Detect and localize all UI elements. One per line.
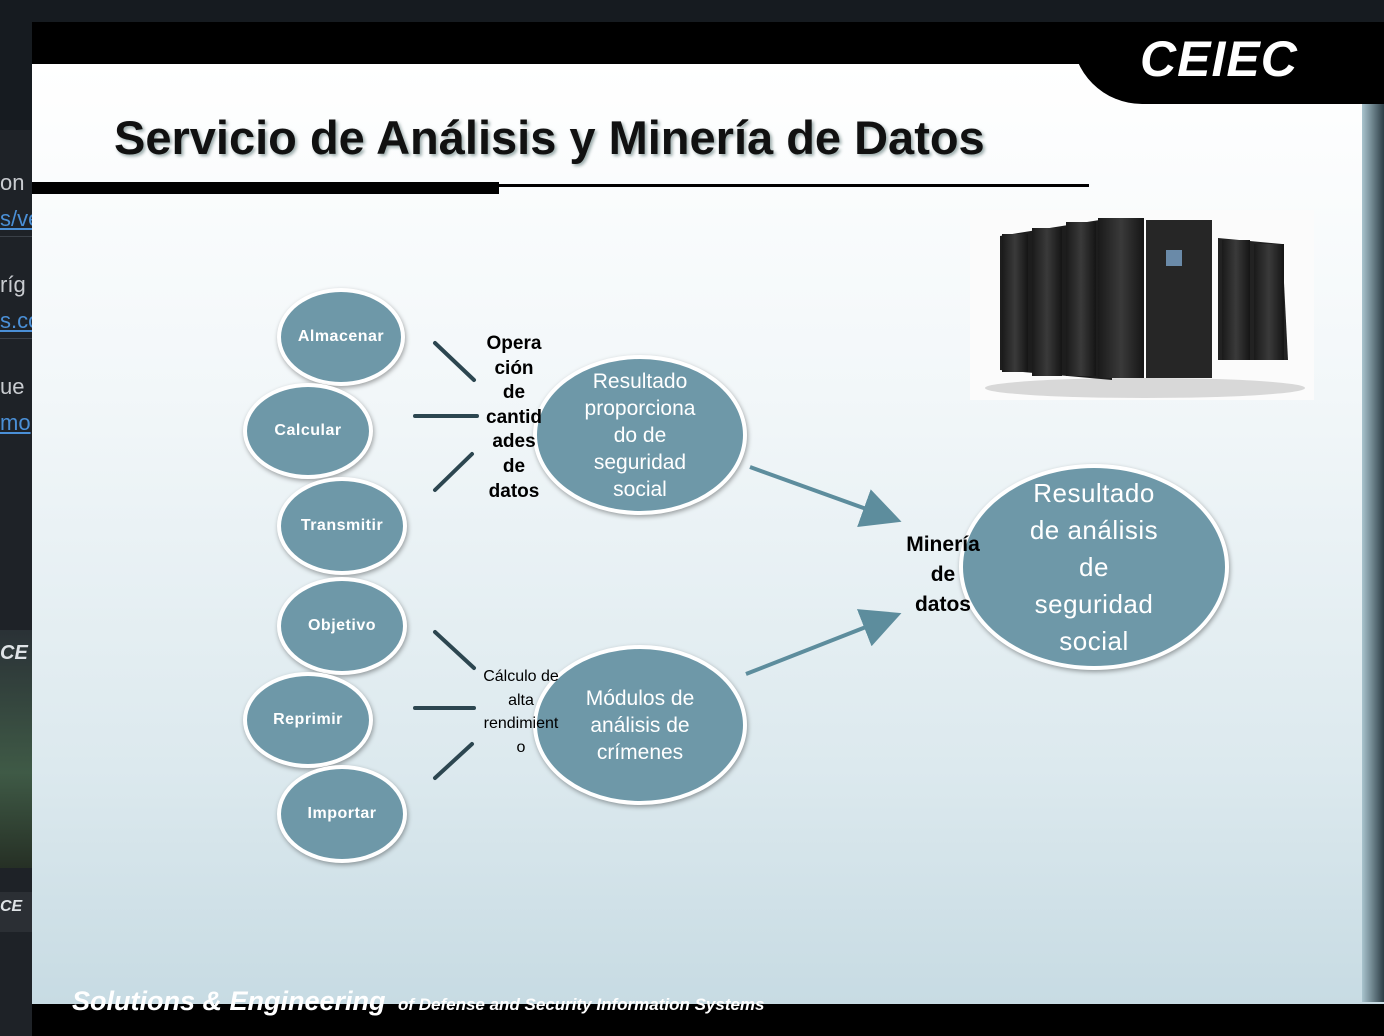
ceiec-logo: CEIEC bbox=[1140, 31, 1298, 87]
connector-line bbox=[433, 630, 476, 670]
label-calculo-rendimiento: Cálculo de alta rendimient o bbox=[483, 668, 559, 756]
bg-thumbnail[interactable] bbox=[0, 892, 34, 932]
ellipse-text: Resultado de análisis de seguridad socia… bbox=[1029, 477, 1159, 656]
slide-footer: Solutions & Engineering of Defense and S… bbox=[72, 986, 765, 1017]
bg-link-fragment[interactable]: s.co bbox=[0, 308, 34, 333]
ellipse-resultado-proporcionado: Resultado proporciona do de seguridad so… bbox=[533, 355, 747, 515]
ellipse-text: Resultado proporciona do de seguridad so… bbox=[584, 369, 696, 501]
connector-line bbox=[433, 742, 474, 780]
ellipse-almacenar: Almacenar bbox=[277, 288, 405, 386]
footer-main: Solutions & Engineering bbox=[72, 986, 386, 1016]
label-operacion-datos: Opera ción de cantid ades de datos bbox=[486, 333, 542, 502]
slide-header-tab bbox=[1072, 22, 1384, 104]
bg-thumbnail[interactable] bbox=[0, 630, 34, 868]
bg-divider bbox=[0, 338, 34, 339]
slide-title: Servicio de Análisis y Minería de Datos bbox=[114, 111, 985, 164]
bg-thumb-label: CE bbox=[0, 898, 23, 915]
bg-link-fragment[interactable]: mo bbox=[0, 410, 31, 435]
arrow-to-mining bbox=[749, 465, 902, 527]
bg-divider bbox=[0, 236, 34, 237]
arrow-to-mining bbox=[745, 609, 902, 676]
bg-text-fragment: ríg bbox=[0, 272, 26, 297]
presentation-slide: CEIEC Servicio de Análisis y Minería de … bbox=[32, 22, 1384, 1036]
slide-edge bbox=[1362, 82, 1384, 1002]
title-rule bbox=[32, 182, 499, 194]
bg-link-fragment[interactable]: s/ve bbox=[0, 206, 34, 231]
background-window: on s/ve ríg s.co ue mo CE CE bbox=[0, 130, 34, 1036]
ellipse-reprimir: Reprimir bbox=[243, 672, 373, 768]
bg-thumb-label: CE bbox=[0, 642, 28, 664]
connector-line bbox=[433, 341, 476, 382]
title-rule-thin bbox=[499, 184, 1089, 187]
footer-sub: of Defense and Security Information Syst… bbox=[397, 995, 765, 1014]
ellipse-transmitir: Transmitir bbox=[277, 477, 407, 575]
ellipse-calcular: Calcular bbox=[243, 383, 373, 479]
ellipse-modulos-analisis: Módulos de análisis de crímenes bbox=[533, 645, 747, 805]
ellipse-importar: Importar bbox=[277, 765, 407, 863]
bg-text-fragment: on bbox=[0, 170, 25, 195]
server-rack-image bbox=[970, 210, 1314, 400]
ellipse-text: Módulos de análisis de crímenes bbox=[585, 686, 695, 764]
label-mineria-datos: Minería de datos bbox=[906, 533, 980, 616]
diagram-connectors bbox=[413, 341, 902, 780]
connector-line bbox=[433, 452, 474, 492]
bg-text-fragment: ue bbox=[0, 374, 25, 399]
ellipse-resultado-analisis: Resultado de análisis de seguridad socia… bbox=[959, 464, 1229, 670]
ellipse-objetivo: Objetivo bbox=[277, 577, 407, 675]
